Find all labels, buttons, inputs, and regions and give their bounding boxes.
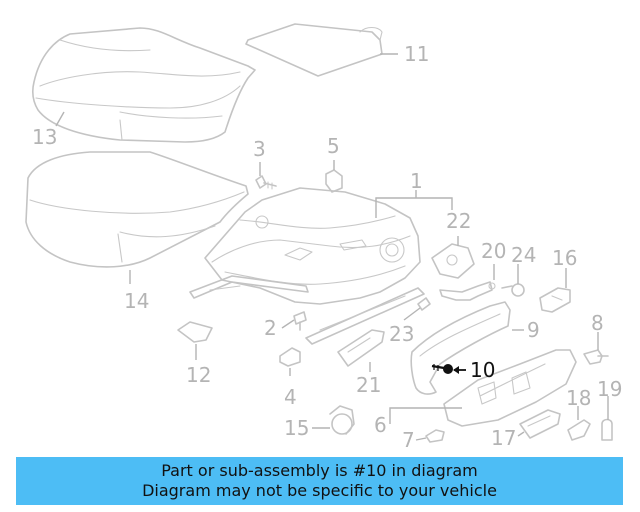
callout-7[interactable]: 7 [402,428,415,452]
callout-5[interactable]: 5 [327,134,340,158]
callout-22[interactable]: 22 [446,209,471,233]
callout-3[interactable]: 3 [253,137,266,161]
part-24-bolt[interactable] [501,283,525,297]
leader-lines [55,53,609,441]
part-19-cap[interactable] [601,418,613,441]
part-12-cover[interactable] [177,321,213,343]
part-10-screw[interactable] [431,364,453,374]
callout-18[interactable]: 18 [566,386,591,410]
part-14-seat-cushion-pad[interactable] [25,151,249,268]
banner-line-2: Diagram may not be specific to your vehi… [142,481,497,500]
callout-labels: 1 2 3 4 5 6 7 8 9 10 11 12 13 14 15 16 1… [32,42,622,452]
part-17-trim[interactable] [519,409,561,439]
callout-4[interactable]: 4 [284,385,297,409]
callout-6[interactable]: 6 [374,413,387,437]
part-6-side-shield[interactable] [443,349,577,427]
callout-9[interactable]: 9 [527,318,540,342]
callout-17[interactable]: 17 [491,426,516,450]
part-7-clip[interactable] [425,429,445,443]
banner-line-1: Part or sub-assembly is #10 in diagram [161,461,478,480]
part-8-clip[interactable] [583,349,609,365]
part-3-bolt[interactable] [255,175,277,190]
part-11-pad[interactable] [245,23,383,77]
callout-8[interactable]: 8 [591,311,604,335]
part-15-motor[interactable] [329,405,355,435]
parts-diagram: 1 2 3 4 5 6 7 8 9 10 11 12 13 14 15 16 1… [25,23,622,452]
part-9-wire-frame[interactable] [410,301,511,395]
callout-23[interactable]: 23 [389,322,414,346]
part-16-knob[interactable] [539,287,571,313]
part-4-nut[interactable] [279,347,301,367]
part-20-bracket[interactable] [439,281,496,301]
callout-21[interactable]: 21 [356,373,381,397]
part-23-clip[interactable] [417,297,431,311]
callout-15[interactable]: 15 [284,416,309,440]
part-18-cover[interactable] [567,419,591,441]
callout-12[interactable]: 12 [186,363,211,387]
callout-16[interactable]: 16 [552,246,577,270]
part-21-trim[interactable] [337,329,385,367]
callout-24[interactable]: 24 [511,243,536,267]
part-22-motor[interactable] [431,243,475,279]
part-1-seat-frame[interactable] [189,187,425,345]
callout-2[interactable]: 2 [264,316,277,340]
part-2-screw[interactable] [293,311,307,331]
callout-1[interactable]: 1 [410,169,423,193]
callout-20[interactable]: 20 [481,239,506,263]
callout-13[interactable]: 13 [32,125,57,149]
callout-19[interactable]: 19 [597,377,622,401]
info-banner: Part or sub-assembly is #10 in diagram D… [16,457,623,505]
part-13-seat-cushion-cover[interactable] [32,27,256,143]
callout-10[interactable]: 10 [470,358,495,382]
part-5-clip[interactable] [325,169,343,193]
callout-11[interactable]: 11 [404,42,429,66]
callout-14[interactable]: 14 [124,289,149,313]
